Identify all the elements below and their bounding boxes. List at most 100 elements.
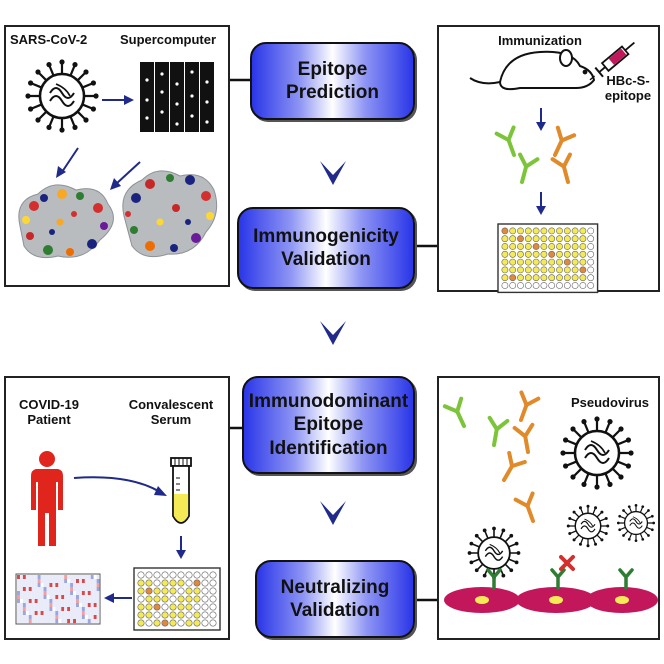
heatmap-cell xyxy=(93,615,97,620)
antibody-icon xyxy=(550,152,579,187)
heatmap-cell xyxy=(19,599,23,604)
heatmap-cell xyxy=(90,599,94,604)
heatmap-cell xyxy=(25,615,29,620)
heatmap-cell xyxy=(78,575,82,580)
heatmap-cell xyxy=(19,595,23,600)
heatmap-cell xyxy=(61,587,65,592)
plate-well xyxy=(563,235,571,243)
heatmap-cell xyxy=(19,619,23,624)
plate-well xyxy=(579,250,587,258)
heatmap-cell xyxy=(37,615,41,620)
plate-well xyxy=(524,250,532,258)
step-label-line: Epitope xyxy=(297,58,368,80)
heatmap-cell xyxy=(64,615,68,620)
heatmap-cell xyxy=(81,619,85,624)
plate-well xyxy=(524,227,532,235)
serum-label-line: Convalescent xyxy=(128,397,214,412)
heatmap-cell xyxy=(28,595,32,600)
heatmap-cell xyxy=(90,583,94,588)
plate-well xyxy=(517,243,524,250)
heatmap-cell xyxy=(81,587,85,592)
heatmap-cell xyxy=(40,615,44,620)
plate-well xyxy=(571,250,579,258)
plate-well xyxy=(524,274,532,282)
heatmap-cell xyxy=(55,607,59,612)
heatmap-cell xyxy=(25,599,29,604)
heatmap-cell xyxy=(90,575,94,580)
plate-well xyxy=(177,587,185,595)
heatmap-cell xyxy=(25,611,29,616)
plate-well xyxy=(540,227,548,235)
heatmap-cell xyxy=(31,575,35,580)
heatmap-cell xyxy=(17,591,20,596)
heatmap-cell xyxy=(67,607,71,612)
heatmap-cell xyxy=(46,599,50,604)
plate-well xyxy=(209,571,217,579)
heatmap-cell xyxy=(55,603,59,608)
heatmap-cell xyxy=(34,575,38,580)
heatmap-cell xyxy=(52,611,56,616)
heatmap-cell xyxy=(46,603,50,608)
heatmap-cell xyxy=(40,607,44,612)
heatmap-cell xyxy=(76,611,79,616)
plate-well xyxy=(563,258,571,266)
heatmap-cell xyxy=(61,579,65,584)
heatmap-cell xyxy=(81,595,85,600)
plate-well xyxy=(556,266,563,274)
plate-well xyxy=(532,274,540,282)
heatmap-cell xyxy=(81,583,85,588)
heatmap-cell xyxy=(22,583,26,588)
heatmap-cell xyxy=(22,591,26,596)
pseudovirus-icon xyxy=(559,415,635,491)
plate-well xyxy=(501,243,509,250)
plate-well xyxy=(177,595,185,603)
plate-well xyxy=(501,258,509,266)
plate-well xyxy=(571,266,579,274)
heatmap-cell xyxy=(55,575,59,580)
heatmap-cell xyxy=(96,619,100,624)
plate-well xyxy=(579,227,587,235)
heatmap-cell xyxy=(34,587,38,592)
heatmap-cell xyxy=(17,611,20,616)
plate-well xyxy=(571,243,579,250)
heatmap-cell xyxy=(67,615,71,620)
heatmap-cell xyxy=(70,583,74,588)
plate-well xyxy=(548,243,556,250)
heatmap-cell xyxy=(70,615,74,620)
plate-well xyxy=(532,227,540,235)
heatmap-cell xyxy=(84,599,88,604)
plate-well xyxy=(209,579,217,587)
plate-well xyxy=(153,611,161,619)
heatmap-cell xyxy=(19,615,23,620)
plate-well xyxy=(548,258,556,266)
heatmap-cell xyxy=(90,607,94,612)
heatmap-cell xyxy=(93,583,97,588)
plate-well xyxy=(201,579,209,587)
heatmap-cell xyxy=(17,599,20,604)
heatmap-cell xyxy=(22,599,26,604)
heatmap-cell xyxy=(43,583,47,588)
heatmap-cell xyxy=(90,615,94,620)
heatmap-cell xyxy=(81,579,85,584)
heatmap-cell xyxy=(61,595,65,600)
heatmap-cell xyxy=(67,611,71,616)
heatmap-cell xyxy=(81,591,85,596)
plate-well xyxy=(145,587,153,595)
plate-well xyxy=(556,274,563,282)
plate-well xyxy=(501,227,509,235)
heatmap-cell xyxy=(31,619,35,624)
heatmap-cell xyxy=(43,587,47,592)
heatmap-cell xyxy=(78,591,82,596)
plate-well xyxy=(201,595,209,603)
heatmap-cell xyxy=(28,579,32,584)
plate-well xyxy=(571,235,579,243)
arrow-icon xyxy=(73,476,161,493)
heatmap-cell xyxy=(37,583,41,588)
heatmap-cell xyxy=(93,579,97,584)
heatmap-cell xyxy=(70,607,74,612)
plate-well xyxy=(548,282,556,289)
heatmap-cell xyxy=(64,575,68,580)
heatmap-cell xyxy=(67,591,71,596)
heatmap-cell xyxy=(58,583,62,588)
heatmap-cell xyxy=(87,615,91,620)
